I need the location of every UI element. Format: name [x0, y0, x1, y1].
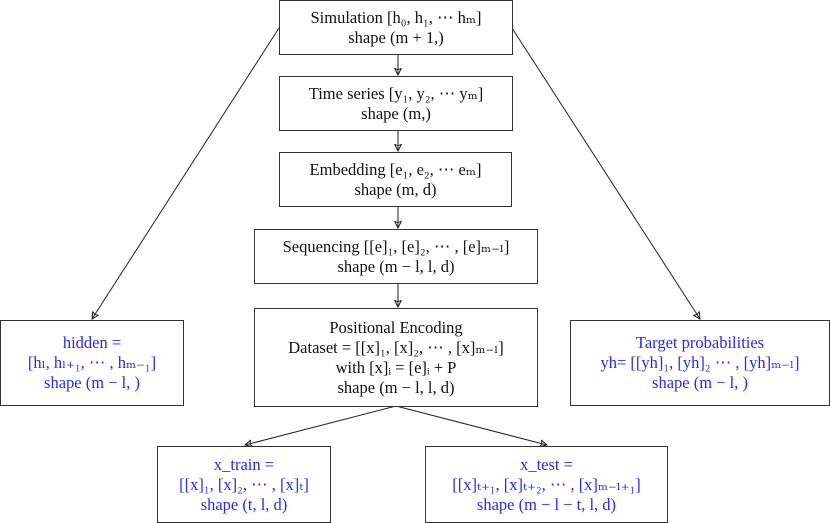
- node-label: x_test =: [520, 454, 573, 474]
- node-shape: shape (m, d): [354, 179, 437, 199]
- node-shape: shape (m − l, ): [44, 373, 140, 392]
- node-values: [hₗ, hₗ₊₁, ⋯ , hₘ₋₁]: [27, 353, 157, 372]
- node-embedding: Embedding [e₁, e₂, ⋯ eₘ] shape (m, d): [279, 152, 512, 207]
- node-sequencing: Sequencing [[e]₁, [e]₂, ⋯ , [e]ₘ₋ₗ] shap…: [254, 229, 538, 284]
- node-shape: shape (m − l, ): [652, 373, 748, 392]
- node-x-test: x_test = [[x]ₜ₊₁, [x]ₜ₊₂, ⋯ , [x]ₘ₋ₗ₊₁] …: [425, 446, 668, 523]
- node-shape: shape (m − l, l, d): [337, 256, 455, 276]
- node-shape: shape (m + 1,): [348, 27, 444, 47]
- node-shape: shape (m − l − t, l, d): [476, 494, 617, 514]
- node-shape: shape (m − l, l, d): [337, 377, 455, 397]
- node-simulation: Simulation [h₀, h₁, ⋯ hₘ] shape (m + 1,): [279, 0, 513, 55]
- edge-positional-to-x-train: [245, 405, 397, 445]
- node-positional-encoding: Positional Encoding Dataset = [[x]₁, [x]…: [254, 308, 538, 407]
- node-label: Embedding [e₁, e₂, ⋯ eₘ]: [309, 159, 482, 179]
- node-values: [[x]ₜ₊₁, [x]ₜ₊₂, ⋯ , [x]ₘ₋ₗ₊₁]: [452, 474, 641, 494]
- node-label: Sequencing [[e]₁, [e]₂, ⋯ , [e]ₘ₋ₗ]: [282, 236, 510, 256]
- edge-simulation-to-target: [511, 27, 700, 319]
- node-dataset: Dataset = [[x]₁, [x]₂, ⋯ , [x]ₘ₋ₗ]: [288, 337, 504, 357]
- node-values: yh= [[yh]₁, [yh]₂ ⋯ , [yh]ₘ₋ₗ]: [600, 353, 800, 372]
- edge-simulation-to-hidden: [92, 27, 280, 319]
- node-label: hidden =: [62, 333, 122, 352]
- node-formula: with [x]ᵢ = [e]ᵢ + P: [335, 357, 457, 377]
- node-label: x_train =: [213, 454, 275, 474]
- node-label: Simulation [h₀, h₁, ⋯ hₘ]: [310, 7, 482, 27]
- node-label: Target probabilities: [635, 333, 765, 352]
- node-hidden: hidden = [hₗ, hₗ₊₁, ⋯ , hₘ₋₁] shape (m −…: [0, 320, 184, 406]
- node-time-series: Time series [y₁, y₂, ⋯ yₘ] shape (m,): [279, 76, 513, 131]
- node-x-train: x_train = [[x]₁, [x]₂, ⋯ , [x]ₜ] shape (…: [157, 446, 331, 523]
- node-target-probabilities: Target probabilities yh= [[yh]₁, [yh]₂ ⋯…: [570, 320, 830, 406]
- node-shape: shape (t, l, d): [200, 494, 288, 514]
- node-values: [[x]₁, [x]₂, ⋯ , [x]ₜ]: [179, 474, 309, 494]
- node-shape: shape (m,): [361, 103, 431, 123]
- edge-positional-to-x-test: [395, 405, 547, 445]
- node-label: Time series [y₁, y₂, ⋯ yₘ]: [308, 83, 484, 103]
- node-title: Positional Encoding: [329, 317, 463, 337]
